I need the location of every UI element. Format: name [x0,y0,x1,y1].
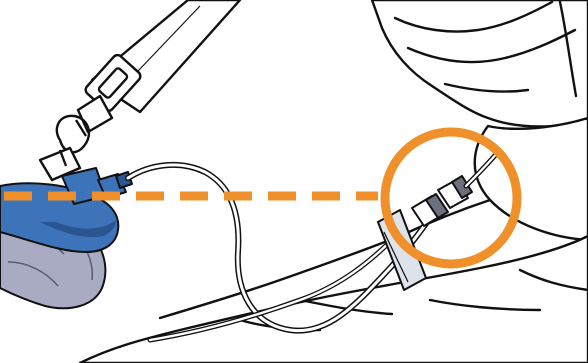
sleeve [372,0,588,127]
infusion-pump-icon [0,168,132,308]
strap [40,0,240,180]
forearm [80,236,588,363]
upper-arm [475,118,588,240]
